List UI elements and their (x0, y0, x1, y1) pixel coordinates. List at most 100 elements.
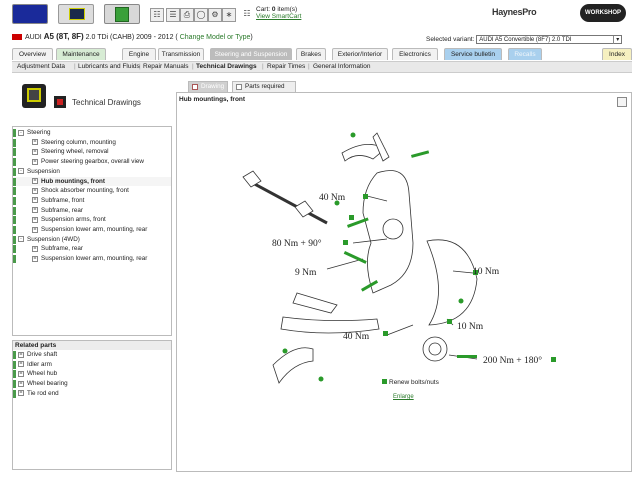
gauge-icon[interactable]: ◯ (194, 8, 208, 22)
subnav-repair-manuals[interactable]: Repair Manuals (143, 63, 189, 70)
tab-drawing[interactable]: Drawing (188, 81, 228, 92)
nut-shape (334, 200, 340, 206)
related-part-label: Wheel bearing (27, 380, 68, 388)
tree-item[interactable]: =Subframe, rear (13, 206, 171, 216)
doc-icon: = (32, 197, 38, 204)
vehicle-make: AUDI (25, 34, 42, 41)
tree-item[interactable]: -Suspension (13, 167, 171, 177)
wrench-icon[interactable]: ∗ (222, 8, 236, 22)
related-part-item[interactable]: =Drive shaft (13, 350, 171, 360)
drawing-title: Hub mountings, front (179, 96, 246, 103)
vehicle-close-paren: ) (250, 34, 253, 41)
cv-joint-shape (294, 200, 314, 218)
lower-arm-shape (280, 316, 380, 334)
view-cart-link[interactable]: View SmartCart (256, 13, 302, 20)
tree-item[interactable]: =Shock absorber mounting, front (13, 186, 171, 196)
upper-arm-shape (372, 132, 390, 162)
doc-icon: = (32, 216, 38, 223)
green-markers (282, 132, 556, 382)
tab-parts-required[interactable]: Parts required (232, 81, 296, 92)
subnav-repair-times[interactable]: Repair Times (267, 63, 306, 70)
subnav-general-info[interactable]: General Information (313, 63, 371, 70)
leader-line (352, 238, 388, 244)
torque-label: 80 Nm + 90° (272, 238, 322, 249)
subnav-technical-drawings[interactable]: Technical Drawings (196, 63, 257, 70)
tree-item[interactable]: =Suspension arms, front (13, 215, 171, 225)
variant-dropdown[interactable]: AUDI A5 Convertible (8F7) 2.0 TDI▾ (476, 35, 623, 44)
subnav-adjustment-data[interactable]: Adjustment Data (17, 63, 66, 70)
renew-bolt-marker (383, 331, 388, 336)
cart-info: Cart: 0 item(s) View SmartCart (256, 6, 301, 20)
tab-service-bulletin[interactable]: Service bulletin (444, 48, 502, 60)
tree-item[interactable]: -Steering (13, 128, 171, 138)
torque-label: 10 Nm (473, 267, 500, 277)
tab-overview[interactable]: Overview (12, 48, 53, 60)
vehicle-info: AUDI A5 (8T, 8F) 2.0 TDi (CAHB) 2009 - 2… (12, 32, 253, 41)
haynespro-logo: HaynesPro (492, 7, 537, 17)
tree-bar (13, 187, 16, 196)
bolt-shape (346, 217, 369, 228)
print-icon[interactable]: ⎙ (180, 8, 194, 22)
cart-icon[interactable]: ☷ (240, 8, 254, 22)
tree-item-selected[interactable]: =Hub mountings, front (13, 176, 171, 187)
bolt-shape (457, 355, 477, 358)
related-part-item[interactable]: =Tie rod end (13, 389, 171, 399)
subnav-separator: | (262, 63, 264, 70)
tab-steering-suspension[interactable]: Steering and Suspension (210, 48, 292, 60)
cart-items-label: item(s) (277, 6, 298, 13)
related-part-item[interactable]: =Wheel hub (13, 369, 171, 379)
parts-icon[interactable] (104, 4, 140, 24)
tree-label: Suspension lower arm, mounting, rear (41, 255, 148, 263)
tab-index[interactable]: Index (602, 48, 632, 60)
tree-item[interactable]: =Subframe, front (13, 196, 171, 206)
tab-maintenance[interactable]: Maintenance (56, 48, 106, 60)
related-parts: Related parts =Drive shaft =Idler arm =W… (12, 340, 172, 470)
enlarge-link[interactable]: Enlarge (393, 394, 414, 400)
tab-exterior-interior[interactable]: Exterior/Interior (332, 48, 388, 60)
drawing-panel: Hub mountings, front (176, 92, 632, 472)
tree-item[interactable]: =Steering wheel, removal (13, 147, 171, 157)
tree-item[interactable]: =Suspension lower arm, mounting, rear (13, 254, 171, 264)
subnav-lubricants[interactable]: Lubricants and Fluids (78, 63, 140, 70)
tree-item[interactable]: =Subframe, rear (13, 244, 171, 254)
tree-label: Suspension lower arm, mounting, rear (41, 226, 148, 233)
tree-item[interactable]: =Steering column, mounting (13, 138, 171, 148)
tab-engine[interactable]: Engine (122, 48, 156, 60)
variant-value: AUDI A5 Convertible (8F7) 2.0 TDI (479, 37, 572, 43)
renew-bolt-marker (363, 194, 368, 199)
tree-item[interactable]: -Suspension (4WD) (13, 235, 171, 245)
collapse-icon[interactable]: - (18, 168, 24, 175)
change-model-link[interactable]: Change Model or Type (179, 34, 251, 41)
subnav-separator: | (192, 63, 194, 70)
related-part-item[interactable]: =Idler arm (13, 360, 171, 370)
renew-bolt-marker (349, 215, 354, 220)
tree-bar (13, 148, 16, 157)
tree-item[interactable]: =Suspension lower arm, mounting, rear (13, 225, 171, 235)
car-icon[interactable] (12, 4, 48, 24)
battery-icon[interactable] (58, 4, 94, 24)
audi-logo-icon (12, 34, 22, 41)
doc-icon: = (32, 245, 38, 252)
manual-icon[interactable]: ☷ (150, 8, 164, 22)
print-icon[interactable] (617, 97, 627, 107)
tab-recalls[interactable]: Recalls (508, 48, 542, 60)
document-icon[interactable]: ☰ (166, 8, 180, 22)
tree-bar (13, 167, 16, 176)
vehicle-engine: 2.0 TDi (CAHB) 2009 - 2012 ( (85, 34, 178, 41)
tab-electronics[interactable]: Electronics (392, 48, 438, 60)
panel-title: Technical Drawings (72, 98, 141, 107)
tab-transmission[interactable]: Transmission (158, 48, 204, 60)
parts-list-icon (236, 84, 242, 90)
nut-shape (350, 132, 356, 138)
tree-item[interactable]: =Power steering gearbox, overall view (13, 157, 171, 167)
tab-brakes[interactable]: Brakes (296, 48, 326, 60)
tree-label: Subframe, front (41, 196, 85, 204)
settings-icon[interactable]: ⚙ (208, 8, 222, 22)
section-header: Technical Drawings (12, 80, 172, 124)
collapse-icon[interactable]: - (18, 236, 24, 243)
tree-bar (13, 206, 16, 215)
doc-icon: = (32, 207, 38, 214)
collapse-icon[interactable]: - (18, 129, 24, 136)
tree-bar (13, 216, 16, 225)
related-part-item[interactable]: =Wheel bearing (13, 379, 171, 389)
